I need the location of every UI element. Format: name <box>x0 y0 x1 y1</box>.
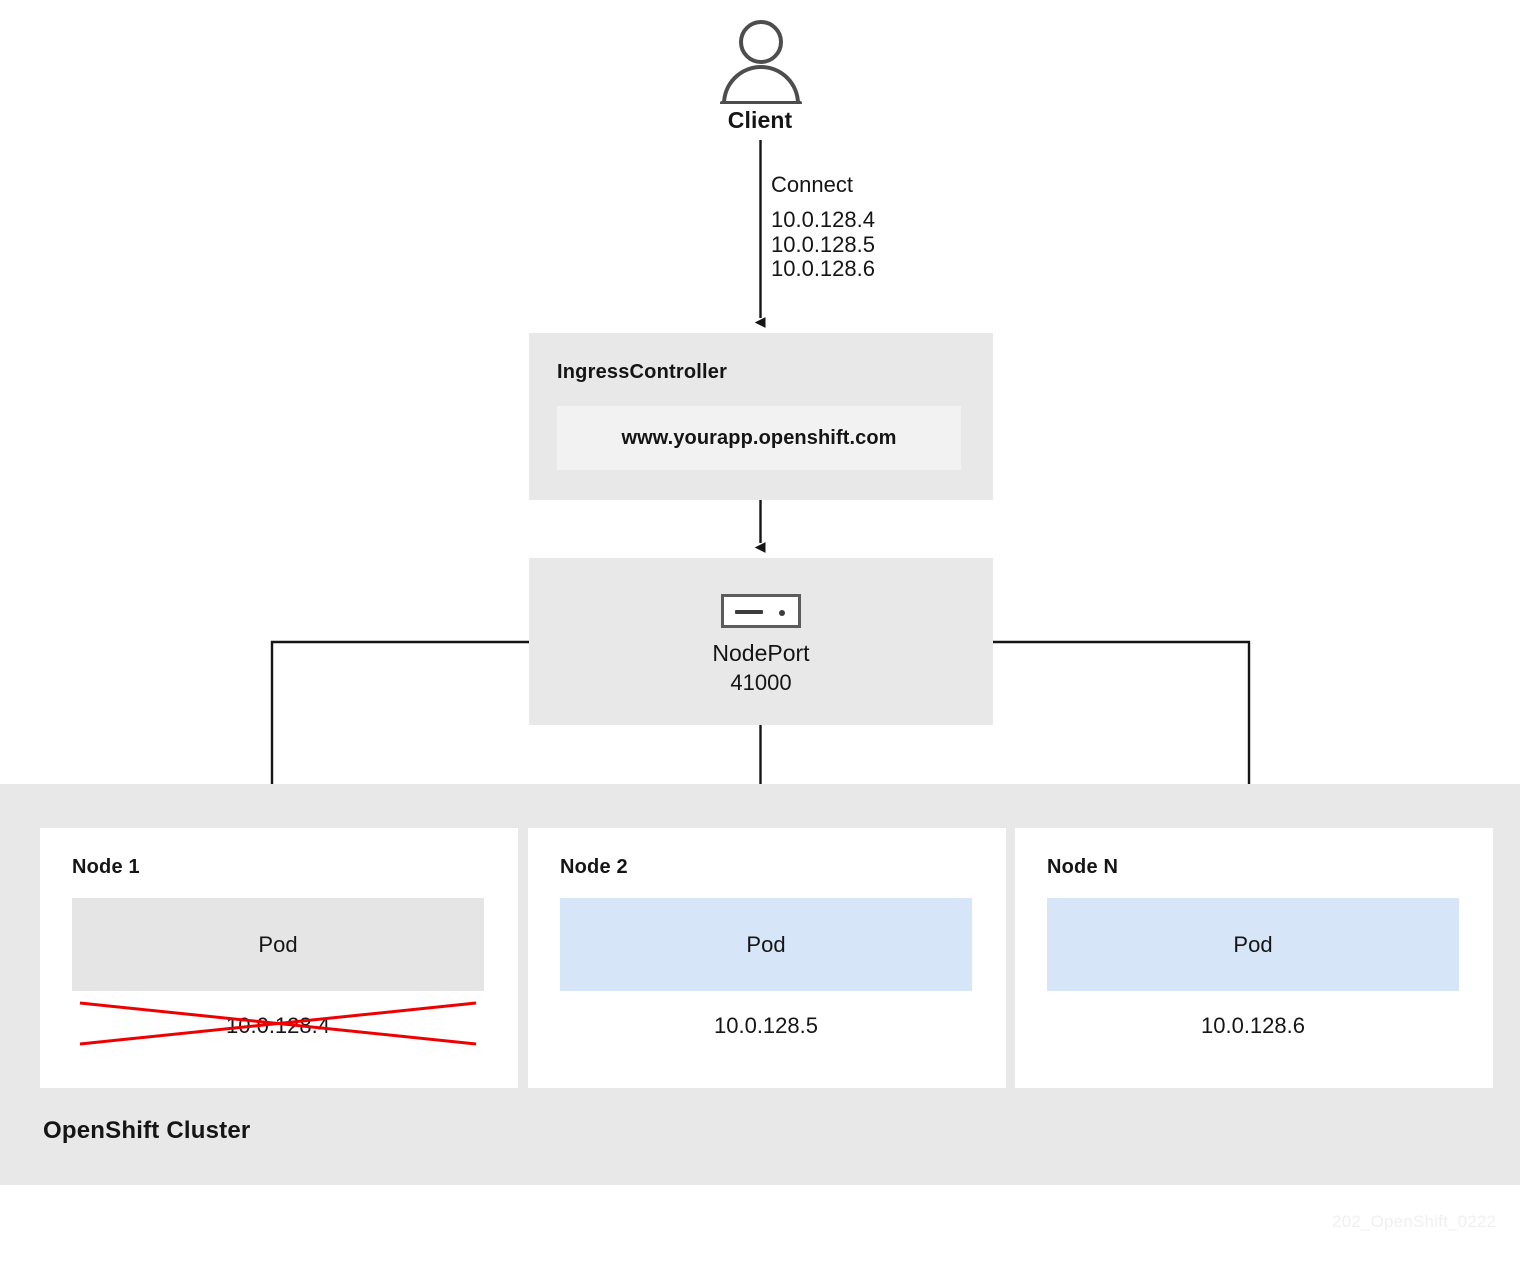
node-n-title: Node N <box>1047 856 1119 878</box>
node-1-pod: Pod <box>72 898 484 991</box>
ingress-controller-box: IngressController www.yourapp.openshift.… <box>529 333 993 500</box>
connect-address-2: 10.0.128.5 <box>771 231 875 257</box>
user-icon <box>718 18 804 106</box>
ingress-controller-title: IngressController <box>557 361 728 383</box>
connect-address-3: 10.0.128.6 <box>771 256 875 281</box>
openshift-cluster-label: OpenShift Cluster <box>43 1117 251 1144</box>
ingress-hostname-label: www.yourapp.openshift.com <box>621 426 897 449</box>
node-n-pod-label: Pod <box>1233 931 1273 957</box>
node-2-pod: Pod <box>560 898 972 991</box>
node-card-n: Node N Pod 10.0.128.6 <box>1015 828 1493 1088</box>
node-2-pod-label: Pod <box>746 931 786 957</box>
ingress-hostname-box: www.yourapp.openshift.com <box>557 406 961 470</box>
node-2-title: Node 2 <box>560 856 628 878</box>
node-card-1: Node 1 Pod 10.0.128.4 <box>40 828 518 1088</box>
watermark-label: 202_OpenShift_0222 <box>1332 1212 1497 1231</box>
nodeport-box: NodePort 41000 <box>529 558 993 725</box>
node-card-2: Node 2 Pod 10.0.128.5 <box>528 828 1006 1088</box>
connect-action-label: Connect <box>771 172 853 197</box>
node-1-title: Node 1 <box>72 856 140 878</box>
connect-address-1: 10.0.128.4 <box>771 207 875 232</box>
node-n-pod: Pod <box>1047 898 1459 991</box>
nodeport-label: NodePort <box>712 640 810 666</box>
client-label: Client <box>727 107 793 133</box>
node-2-ip: 10.0.128.5 <box>714 1013 818 1038</box>
nodeport-port-number: 41000 <box>730 670 792 695</box>
node-1-strikethrough-x <box>79 1001 477 1046</box>
node-1-ip: 10.0.128.4 <box>226 1013 330 1038</box>
nodeport-icon <box>721 594 801 628</box>
node-n-ip: 10.0.128.6 <box>1201 1013 1305 1038</box>
nodeport-icon-dash <box>735 610 763 614</box>
node-1-pod-label: Pod <box>258 931 298 957</box>
nodeport-icon-dot <box>779 609 785 616</box>
connect-address-list: 10.0.128.4 10.0.128.5 10.0.128.6 <box>771 207 875 282</box>
